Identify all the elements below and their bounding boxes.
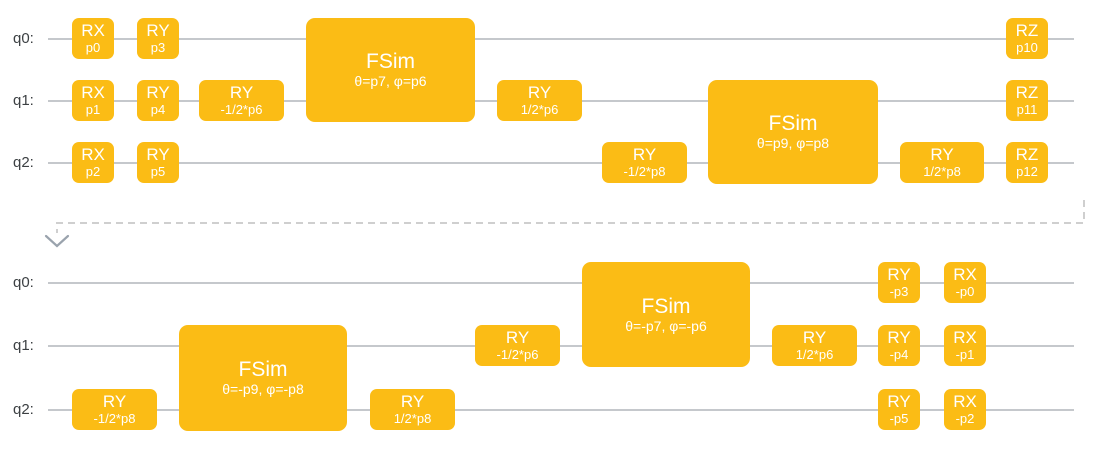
gate-param: 1/2*p8 [393,411,432,426]
gate-param: p10 [1016,40,1038,55]
wrap-dashed-line [56,200,1085,233]
gate-param: 1/2*p8 [923,164,961,179]
gate-param: θ=p7, φ=p6 [354,73,427,89]
gate-param: -1/2*p6 [220,102,263,117]
gate-label: RX [81,145,105,164]
gate-label: RY [229,83,254,102]
chevron-down-icon [44,234,70,248]
gate-param: -p0 [955,284,975,299]
gate-ry: RY-p4 [878,325,920,366]
gate-label: RY [632,145,657,164]
gate-label: RY [802,328,827,347]
gate-label: RY [146,145,170,164]
gate-param: p0 [85,40,101,55]
gate-label: RX [81,83,105,102]
qubit-label-top-row-q1: q1: [13,92,34,109]
gate-param: -1/2*p8 [93,411,136,426]
gate-label: RX [81,21,105,40]
gate-param: -p1 [955,347,975,362]
gate-label: RY [400,392,425,411]
gate-label: RZ [1015,145,1039,164]
gate-ry: RY-1/2*p6 [199,80,284,121]
gate-param: -1/2*p8 [623,164,666,179]
gate-label: RX [953,265,977,284]
gate-label: FSim [641,294,691,318]
gate-param: -p3 [889,284,909,299]
qubit-label-bottom-row-q0: q0: [13,274,34,291]
gate-label: FSim [768,112,818,135]
gate-param: p2 [85,164,101,179]
gate-ry: RY-1/2*p6 [475,325,560,366]
gate-label: RZ [1015,83,1039,102]
gate-param: p5 [150,164,166,179]
gate-label: RY [505,328,530,347]
gate-param: p11 [1016,102,1038,117]
gate-rx: RX-p2 [944,389,986,430]
gate-label: RY [102,392,127,411]
gate-rx: RX-p1 [944,325,986,366]
gate-label: RY [146,83,170,102]
qubit-wire-bottom-row-q0 [48,282,1074,284]
gate-param: θ=p9, φ=p8 [756,135,830,151]
qubit-wire-top-row-q2 [48,162,1074,164]
qubit-wire-bottom-row-q1 [48,345,1074,347]
qubit-label-bottom-row-q1: q1: [13,337,34,354]
gate-label: RY [146,21,170,40]
qubit-label-bottom-row-q2: q2: [13,401,34,418]
gate-label: RZ [1015,21,1039,40]
gate-param: 1/2*p6 [795,347,834,362]
gate-label: RX [953,392,977,411]
gate-label: RY [887,265,911,284]
gate-label: FSim [238,358,288,381]
gate-param: -p5 [889,411,909,426]
gate-param: p12 [1016,164,1038,179]
gate-ry: RY-p5 [878,389,920,430]
qubit-label-top-row-q0: q0: [13,30,34,47]
gate-param: -1/2*p6 [496,347,539,362]
gate-label: RY [930,145,954,164]
gate-ry: RY-1/2*p8 [72,389,157,430]
gate-label: RX [953,328,977,347]
gate-param: 1/2*p6 [520,102,559,117]
gate-label: RY [887,392,911,411]
qubit-wire-bottom-row-q2 [48,409,1074,411]
gate-param: -p4 [889,347,909,362]
gate-param: p1 [85,102,101,117]
gate-ry: RY-p3 [878,262,920,303]
gate-param: p3 [150,40,166,55]
gate-rx: RX-p0 [944,262,986,303]
gate-param: p4 [150,102,166,117]
gate-label: RY [527,83,552,102]
qubit-wire-top-row-q0 [48,38,1074,40]
gate-ry: RY-1/2*p8 [602,142,687,183]
qubit-label-top-row-q2: q2: [13,154,34,171]
gate-param: -p2 [955,411,975,426]
gate-param: θ=-p9, φ=-p8 [222,381,304,397]
gate-label: RY [887,328,911,347]
gate-label: FSim [366,50,415,73]
gate-param: θ=-p7, φ=-p6 [625,317,707,334]
